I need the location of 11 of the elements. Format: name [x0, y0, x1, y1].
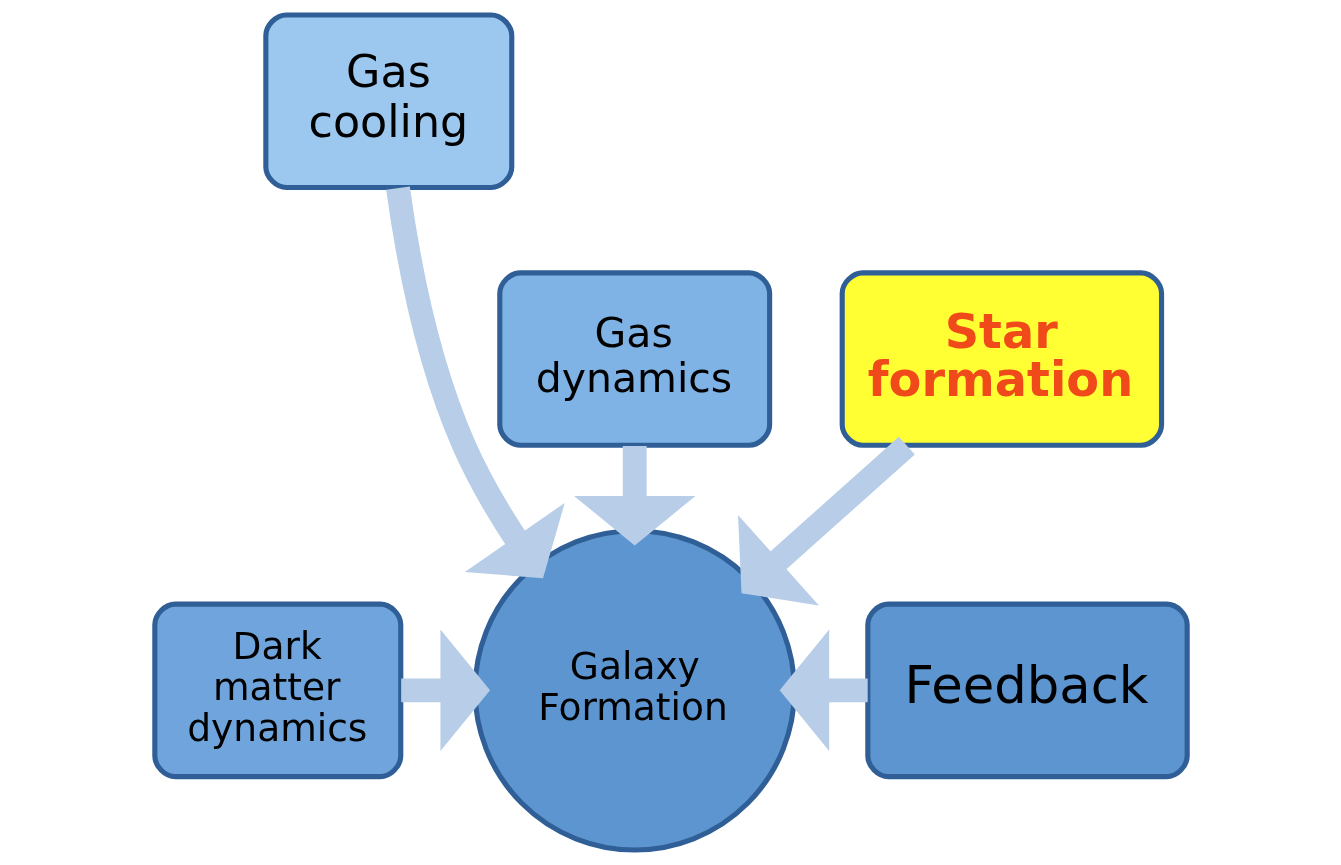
- node-box: Dark matter dynamics: [151, 601, 403, 780]
- arrow: [385, 186, 565, 579]
- node-box: Feedback: [864, 601, 1190, 780]
- node-box: Star formation: [839, 270, 1164, 448]
- arrow: [779, 629, 868, 752]
- node-circle: Galaxy Formation: [472, 528, 797, 853]
- arrow: [573, 446, 695, 546]
- arrow: [400, 629, 490, 752]
- arrow: [737, 436, 915, 606]
- node-box: Gas cooling: [262, 12, 514, 190]
- node-box: Gas dynamics: [496, 270, 772, 448]
